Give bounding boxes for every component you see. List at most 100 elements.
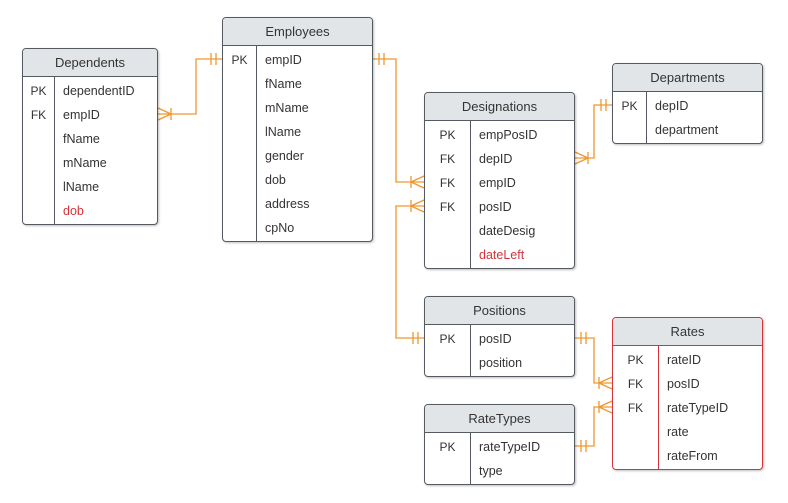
- field-row[interactable]: fName: [23, 127, 157, 151]
- field-row[interactable]: type: [425, 459, 574, 483]
- field-name: rateFrom: [667, 449, 718, 463]
- field-row[interactable]: cpNo: [223, 216, 372, 240]
- entity-fields: PK depID department: [613, 92, 762, 143]
- key-label: [425, 219, 470, 243]
- field-row[interactable]: dob: [223, 168, 372, 192]
- field-row[interactable]: rate: [613, 420, 762, 444]
- field-row[interactable]: fName: [223, 72, 372, 96]
- field-name: dob: [265, 173, 286, 187]
- field-name: rateID: [667, 353, 702, 367]
- field-row[interactable]: PK posID: [425, 327, 574, 351]
- key-label: PK: [621, 99, 638, 113]
- key-label: PK: [627, 353, 644, 367]
- field-row[interactable]: mName: [223, 96, 372, 120]
- key-column: [613, 346, 659, 469]
- field-row[interactable]: address: [223, 192, 372, 216]
- key-label: FK: [30, 108, 47, 122]
- field-name: department: [655, 123, 719, 137]
- field-row[interactable]: rateFrom: [613, 444, 762, 468]
- field-name: dateLeft: [479, 248, 525, 262]
- relationship-positions-rates: [575, 337, 612, 384]
- field-name: empID: [63, 108, 100, 122]
- field-row[interactable]: position: [425, 351, 574, 375]
- key-label: [613, 118, 646, 142]
- field-name: depID: [655, 99, 689, 113]
- entity-title: Dependents: [23, 49, 157, 77]
- entity-title: RateTypes: [425, 405, 574, 433]
- field-name: depID: [479, 152, 513, 166]
- key-label: FK: [439, 176, 456, 190]
- key-label: [425, 243, 470, 267]
- entity-title: Designations: [425, 93, 574, 121]
- field-row[interactable]: gender: [223, 144, 372, 168]
- field-name: dateDesig: [479, 224, 536, 238]
- key-column: [425, 433, 471, 484]
- key-label: [425, 459, 470, 483]
- key-label: [23, 151, 54, 175]
- field-name: lName: [63, 180, 100, 194]
- field-row[interactable]: PK rateID: [613, 348, 762, 372]
- field-row[interactable]: FK empID: [425, 171, 574, 195]
- key-label: [425, 351, 470, 375]
- field-name: posID: [479, 332, 512, 346]
- many-cardinality-mark: [598, 382, 613, 390]
- key-label: PK: [439, 332, 456, 346]
- field-row[interactable]: mName: [23, 151, 157, 175]
- entity-fields: PK posID position: [425, 325, 574, 376]
- field-name: posID: [479, 200, 512, 214]
- field-name: cpNo: [265, 221, 295, 235]
- field-row[interactable]: FK posID: [425, 195, 574, 219]
- field-name: type: [479, 464, 503, 478]
- field-row[interactable]: FK empID: [23, 103, 157, 127]
- field-row[interactable]: PK depID: [613, 94, 762, 118]
- key-column: [23, 77, 55, 224]
- many-cardinality-mark: [410, 205, 425, 213]
- field-name: address: [265, 197, 310, 211]
- field-row[interactable]: PK empPosID: [425, 123, 574, 147]
- field-name: empPosID: [479, 128, 538, 142]
- field-name: gender: [265, 149, 304, 163]
- entity-title: Employees: [223, 18, 372, 46]
- key-label: PK: [439, 128, 456, 142]
- key-label: [223, 216, 256, 240]
- key-label: PK: [30, 84, 47, 98]
- key-label: FK: [439, 200, 456, 214]
- field-row[interactable]: department: [613, 118, 762, 142]
- relationship-departments-designations: [575, 104, 612, 159]
- field-name: empID: [265, 53, 302, 67]
- many-cardinality-mark: [157, 113, 172, 121]
- field-name: position: [479, 356, 523, 370]
- field-name: empID: [479, 176, 516, 190]
- field-name: rate: [667, 425, 689, 439]
- field-row[interactable]: dateDesig: [425, 219, 574, 243]
- key-column: [223, 46, 257, 241]
- many-cardinality-mark: [598, 376, 613, 384]
- field-row[interactable]: dob: [23, 199, 157, 223]
- key-label: [23, 199, 54, 223]
- field-name: dob: [63, 204, 84, 218]
- field-name: mName: [265, 101, 309, 115]
- field-row[interactable]: dateLeft: [425, 243, 574, 267]
- key-label: [223, 192, 256, 216]
- relationship-employees-dependents: [158, 58, 222, 115]
- field-row[interactable]: lName: [23, 175, 157, 199]
- many-cardinality-mark: [574, 151, 589, 159]
- key-label: [223, 144, 256, 168]
- field-row[interactable]: lName: [223, 120, 372, 144]
